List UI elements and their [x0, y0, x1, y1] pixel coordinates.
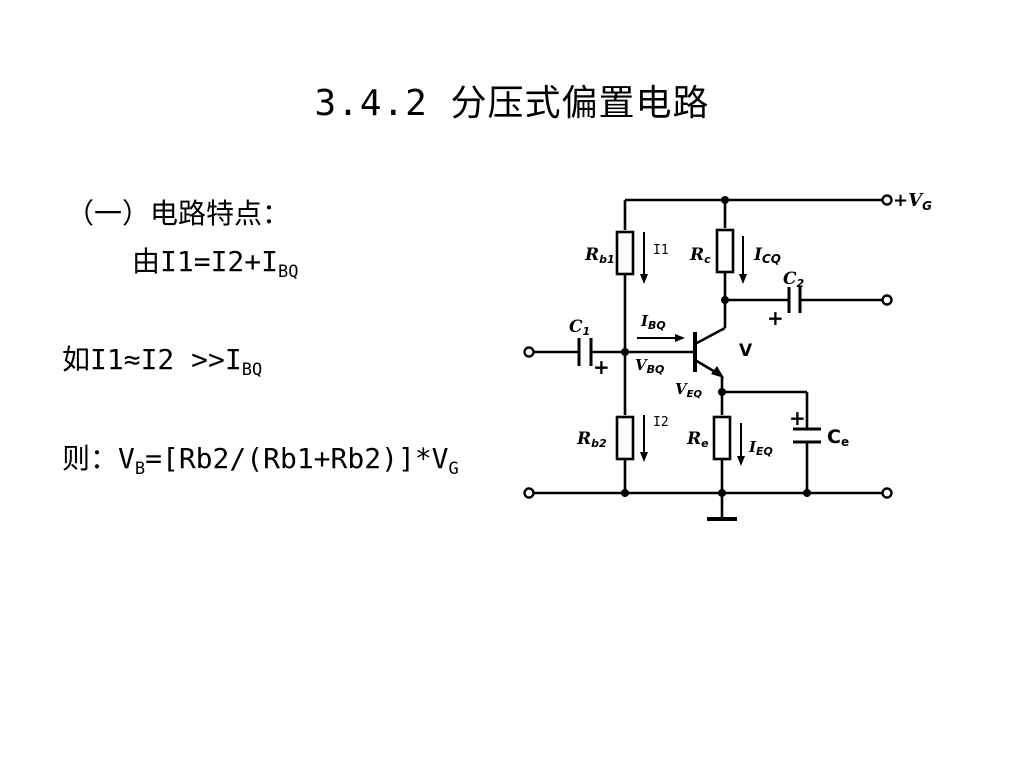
label-c1-plus: + — [593, 355, 610, 379]
terminals — [523, 194, 893, 499]
label-rb2: Rb2 — [576, 429, 607, 450]
label-c1: C1 — [569, 317, 590, 338]
emitter-arrow-icon — [711, 366, 724, 378]
equation-subscript: BQ — [241, 360, 263, 380]
equation-subscript-g: G — [448, 459, 459, 479]
resistor-rb2 — [615, 415, 635, 461]
label-ibq: IBQ — [640, 312, 666, 332]
resistor-rb1 — [615, 230, 635, 276]
capacitor-c1 — [577, 338, 593, 366]
label-rc: Rc — [689, 245, 711, 266]
equation-pre: 则：V — [62, 442, 135, 475]
label-i2: I2 — [653, 415, 669, 430]
label-i1: I1 — [653, 243, 669, 258]
label-vbq: VBQ — [635, 356, 664, 376]
section-heading: （一）电路特点： — [66, 197, 291, 230]
label-rb1: Rb1 — [584, 245, 615, 266]
label-transistor-v: V — [739, 341, 753, 361]
capacitor-ce — [793, 427, 821, 444]
equation-condition: 如I1≈I2 >>IBQ — [62, 338, 262, 380]
label-ce-plus: + — [789, 406, 806, 430]
label-c2-plus: + — [767, 306, 784, 330]
equation-current-sum: 由I1=I2+IBQ — [132, 240, 299, 282]
equation-main: 如I1≈I2 >>I — [62, 343, 242, 376]
resistor-rc — [715, 228, 735, 274]
equation-mid: =[Rb2/(Rb1+Rb2)]*V — [145, 442, 449, 475]
current-arrows — [637, 232, 747, 466]
label-supply-vg: +VG — [893, 190, 932, 213]
equation-main: 由I1=I2+I — [132, 245, 279, 278]
circuit-diagram: Rb1 I1 Rc ICQ +VG C2 + C1 + IBQ VBQ V VE… — [523, 190, 932, 521]
page-title: 3.4.2 分压式偏置电路 — [314, 83, 710, 124]
equation-subscript: BQ — [278, 262, 299, 282]
label-icq: ICQ — [753, 245, 781, 266]
equation-subscript-b: B — [134, 459, 146, 479]
label-c2: C2 — [783, 269, 805, 290]
label-veq: VEQ — [675, 380, 702, 400]
junction-dots — [621, 196, 811, 497]
equation-vb: 则：VB=[Rb2/(Rb1+Rb2)]*VG — [62, 437, 459, 479]
capacitor-c2 — [787, 287, 802, 313]
label-ieq: IEQ — [748, 438, 773, 458]
resistor-re — [712, 415, 732, 461]
label-re: Re — [686, 429, 709, 450]
label-ce: Ce — [827, 426, 849, 449]
